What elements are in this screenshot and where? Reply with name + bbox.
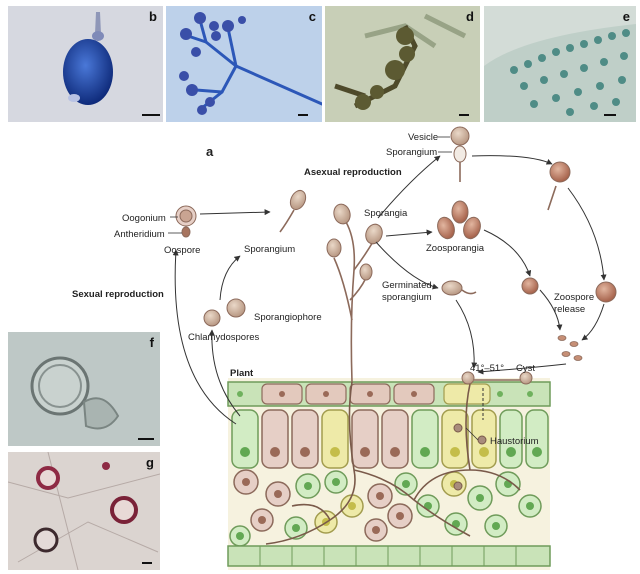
- photo-panel-e: e: [484, 6, 636, 122]
- oogonium-antheridium: [175, 205, 197, 238]
- photo-panel-f: f: [8, 332, 160, 446]
- diagram-panel-label: a: [206, 144, 214, 159]
- sporangium-micrograph: [8, 6, 163, 122]
- scale-bar: [298, 114, 308, 116]
- scale-bar: [142, 562, 152, 564]
- germinated-sporangium: [441, 280, 477, 296]
- hyphae-micrograph: [325, 6, 480, 122]
- zoosporangia-label: Zoosporangia: [426, 243, 485, 254]
- scale-bar: [138, 438, 154, 440]
- oospore-micrograph: [8, 332, 160, 446]
- photo-panel-d: d: [325, 6, 480, 122]
- germinated-label-line1: Germinated: [382, 280, 432, 291]
- panel-label-c: c: [308, 9, 316, 24]
- life-cycle-arrows: [172, 155, 607, 425]
- scale-bar: [604, 114, 616, 116]
- panel-label-e: e: [622, 9, 630, 24]
- asexual-reproduction-label: Asexual reproduction: [304, 167, 402, 178]
- vesicle-sporangium: [450, 126, 470, 182]
- scale-bar: [459, 114, 469, 116]
- photo-panel-b: b: [8, 6, 163, 122]
- sporangia-label: Sporangia: [364, 208, 408, 219]
- cyst-label: Cyst: [516, 363, 535, 374]
- oogonium-label: Oogonium: [122, 213, 166, 224]
- cysts: [461, 371, 533, 385]
- sporangium-left: [279, 189, 307, 233]
- sporangium-top-label: Sporangium: [386, 147, 437, 158]
- oospore-label: Oospore: [164, 245, 200, 256]
- germinating-sporangium-right: [521, 161, 617, 303]
- panel-label-d: d: [466, 9, 474, 24]
- sporangiophore-micrograph: [166, 6, 322, 122]
- panel-label-b: b: [149, 9, 157, 24]
- plant-tissue: [227, 378, 551, 570]
- plant-label: Plant: [230, 368, 254, 379]
- photo-panel-g: g: [8, 452, 160, 570]
- sexual-reproduction-label: Sexual reproduction: [72, 289, 164, 300]
- germinated-label-line2: sporangium: [382, 292, 432, 303]
- zoosporangia: [437, 200, 481, 240]
- photo-panel-c: c: [166, 6, 322, 122]
- zoospore-release-line2: release: [554, 304, 585, 315]
- vesicle-label: Vesicle: [408, 132, 438, 143]
- antheridium-label: Antheridium: [114, 229, 165, 240]
- sporangiophore-label: Sporangiophore: [254, 312, 322, 323]
- tissue-micrograph: [484, 6, 636, 122]
- haustorium-label: Haustorium: [490, 436, 539, 447]
- scale-bar: [142, 114, 160, 116]
- sporangium-left-label: Sporangium: [244, 244, 295, 255]
- chlamydospores: [203, 298, 246, 327]
- temperature-label: 41°–51°: [470, 363, 504, 374]
- haustoria: [453, 423, 487, 491]
- chlamydospores-label: Chlamydospores: [188, 332, 260, 343]
- sporangia-cluster: [326, 203, 383, 281]
- panel-label-g: g: [146, 455, 154, 470]
- zoospore-release-line1: Zoospore: [554, 292, 594, 303]
- hyphae-network: [265, 381, 521, 545]
- zoospores: [557, 335, 583, 361]
- chlamydospore-micrograph: [8, 452, 160, 570]
- panel-label-f: f: [149, 335, 154, 350]
